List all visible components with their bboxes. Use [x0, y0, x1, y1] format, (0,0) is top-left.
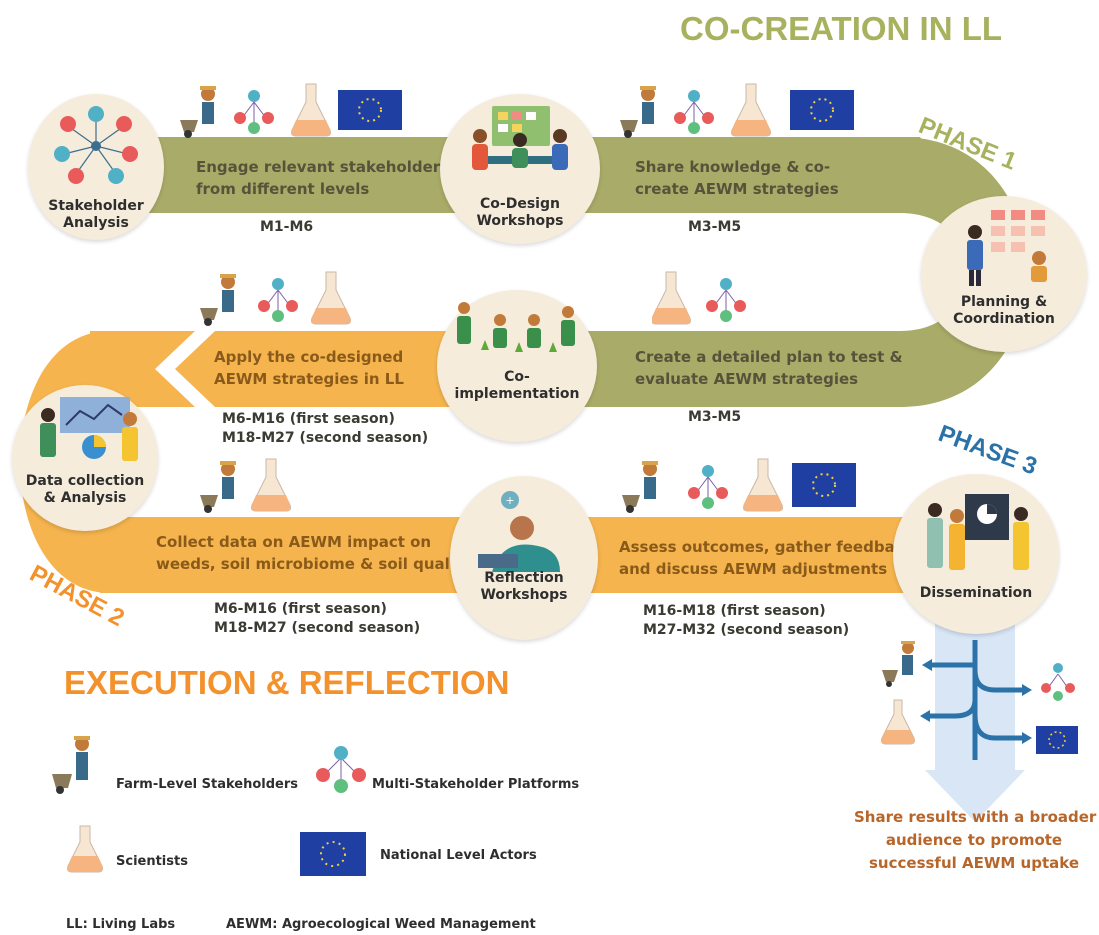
- subtitle: EXECUTION & REFLECTION: [64, 664, 510, 701]
- step-engage-text: Engage relevant stakeholders from differ…: [196, 158, 450, 198]
- farmer-icon: [200, 274, 236, 326]
- dissemination-arrow-head: [925, 770, 1025, 822]
- flask-icon: [652, 271, 691, 325]
- planning-board-icon: [967, 210, 1047, 286]
- step-share-time: M3-M5: [688, 219, 742, 235]
- phase2-arrow-notch: [155, 331, 215, 407]
- step-create-time: M3-M5: [688, 409, 742, 425]
- label-stakeholder-analysis: Stakeholder Analysis: [48, 198, 144, 231]
- step-collect-time: M6-M16 (first season) M18-M27 (second se…: [214, 601, 421, 636]
- legend-flask-icon: [67, 825, 103, 873]
- eu-flag-icon: [1036, 726, 1078, 754]
- svg-text:+: +: [505, 494, 514, 507]
- step-apply-time: M6-M16 (first season) M18-M27 (second se…: [222, 411, 429, 446]
- step-assess-text: Assess outcomes, gather feedback and dis…: [619, 538, 914, 578]
- multi-stakeholder-icon: [234, 90, 274, 134]
- multi-stakeholder-icon: [1041, 663, 1075, 701]
- legend-farm-label: Farm-Level Stakeholders: [116, 777, 298, 792]
- farmer-icon: [882, 641, 915, 687]
- multi-stakeholder-icon: [706, 278, 746, 322]
- branch-left-bottom: [930, 699, 978, 719]
- step-create-text: Create a detailed plan to test & evaluat…: [635, 348, 903, 388]
- legend-national-label: National Level Actors: [380, 848, 537, 863]
- label-dissemination: Dissemination: [919, 585, 1033, 601]
- dissemination-text: Share results with a broader audience to…: [854, 808, 1097, 872]
- flask-icon: [731, 83, 771, 137]
- branch-right-bottom: [972, 714, 1022, 741]
- flask-icon: [743, 458, 783, 512]
- footnote-ll: LL: Living Labs: [66, 917, 176, 932]
- flask-icon: [881, 699, 915, 745]
- step-share-text: Share knowledge & co- create AEWM strate…: [635, 158, 839, 198]
- node-data-collection: [12, 385, 158, 531]
- stakeholder-icons-row-4: [652, 271, 746, 325]
- label-reflection-workshops: Reflection Workshops: [480, 570, 568, 603]
- multi-stakeholder-icon: [258, 278, 298, 322]
- branch-arrow-1: [922, 659, 932, 671]
- legend-multi-label: Multi-Stakeholder Platforms: [372, 777, 580, 792]
- main-title: CO-CREATION IN LL: [680, 10, 1003, 47]
- label-codesign-workshops: Co-Design Workshops: [476, 196, 564, 229]
- node-codesign-workshops: [440, 94, 600, 244]
- step-engage-time: M1-M6: [260, 219, 314, 235]
- step-apply-text: Apply the co-designed AEWM strategies in…: [214, 348, 404, 388]
- legend-farmer-icon: [52, 736, 90, 794]
- stakeholder-icons-row-2: [620, 83, 854, 138]
- legend-multi-stakeholder-icon: [316, 746, 366, 793]
- node-dissemination: [893, 474, 1059, 634]
- presentation-people-icon: [927, 494, 1029, 570]
- flask-icon: [291, 83, 331, 137]
- node-stakeholder-analysis: [28, 94, 164, 240]
- workshop-people-icon: [472, 106, 568, 170]
- node-planning-coordination: [921, 196, 1087, 352]
- label-data-collection: Data collection & Analysis: [25, 473, 145, 506]
- data-analysis-icon: [40, 397, 138, 461]
- branch-right-top: [972, 669, 1022, 693]
- eu-flag-icon: [790, 90, 854, 130]
- network-people-icon: [54, 106, 138, 184]
- phase1-band-middle: [500, 331, 905, 407]
- footnote-aewm: AEWM: Agroecological Weed Management: [226, 917, 536, 932]
- branch-arrow-4: [1022, 732, 1032, 744]
- label-planning-coordination: Planning & Coordination: [953, 294, 1055, 327]
- farmer-icon: [620, 86, 656, 138]
- stakeholder-icons-row-6: [622, 458, 856, 513]
- label-coimplementation: Co- implementation: [454, 369, 580, 402]
- flask-icon: [311, 271, 351, 325]
- step-assess-time: M16-M18 (first season) M27-M32 (second s…: [643, 603, 850, 638]
- flask-icon: [251, 458, 291, 512]
- farmer-icon: [180, 86, 216, 138]
- stakeholder-icons-row-5: [200, 458, 291, 513]
- planting-people-icon: [457, 302, 575, 352]
- branch-arrow-2: [1022, 684, 1032, 696]
- stakeholder-icons-row-1: [180, 83, 402, 138]
- legend-scientists-label: Scientists: [116, 854, 188, 869]
- legend-eu-flag-icon: [300, 832, 366, 876]
- node-reflection-workshops: +: [450, 476, 598, 640]
- branch-arrow-3: [920, 710, 930, 722]
- dissemination-target-icons: [881, 641, 1078, 754]
- node-coimplementation: [437, 290, 597, 442]
- reflection-person-icon: +: [478, 491, 560, 572]
- eu-flag-icon: [792, 463, 856, 507]
- eu-flag-icon: [338, 90, 402, 130]
- multi-stakeholder-icon: [674, 90, 714, 134]
- step-collect-text: Collect data on AEWM impact on weeds, so…: [156, 533, 472, 573]
- farmer-icon: [200, 461, 236, 513]
- multi-stakeholder-icon: [688, 465, 728, 509]
- stakeholder-icons-row-3: [200, 271, 351, 326]
- farmer-icon: [622, 461, 658, 513]
